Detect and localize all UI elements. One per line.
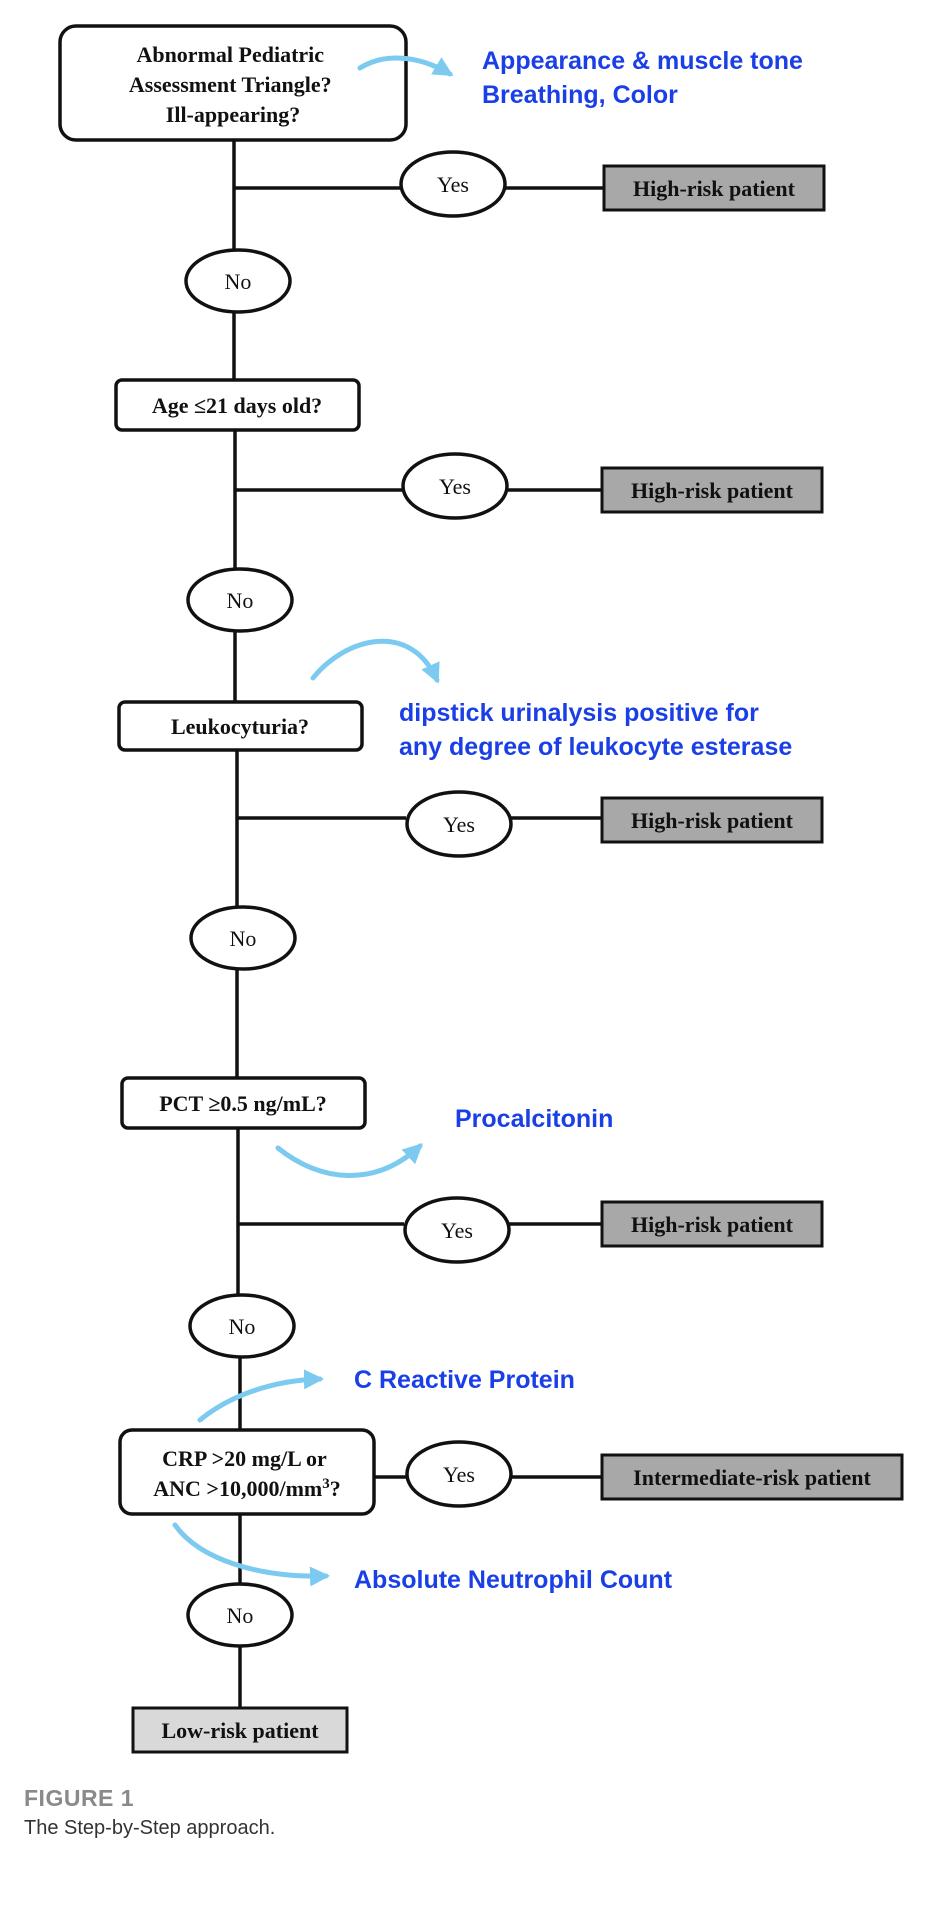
question-pat-box <box>58 24 408 142</box>
question-crp-anc-box <box>118 1428 376 1516</box>
flowchart: Abnormal Pediatric Assessment Triangle? … <box>58 24 904 1754</box>
question-anc-line: ANC >10,000/mm3? <box>153 1476 340 1501</box>
question-pct-text: PCT ≥0.5 ng/mL? <box>159 1091 327 1116</box>
question-pat-line-3: Ill-appearing? <box>166 102 300 127</box>
no-node-2: No <box>186 567 294 633</box>
question-leukocyturia-node: Leukocyturia? <box>117 700 364 752</box>
outcome-high-risk-1: High-risk patient <box>602 164 826 212</box>
outcome-high-risk-label-4: High-risk patient <box>631 1212 794 1237</box>
outcome-high-risk-box-3 <box>600 796 824 844</box>
outcome-intermediate-risk-label: Intermediate-risk patient <box>633 1465 871 1490</box>
yes-node-2: Yes <box>401 452 509 520</box>
question-leukocyturia-text: Leukocyturia? <box>171 714 309 739</box>
annotation-arrow-leukocyturia <box>310 638 440 684</box>
question-pat-node: Abnormal Pediatric Assessment Triangle? … <box>58 24 408 142</box>
question-crp-line: CRP >20 mg/L or <box>162 1446 327 1471</box>
no-label-3: No <box>230 926 257 951</box>
yes-ellipse-2 <box>401 452 509 520</box>
outcome-high-risk-label-2: High-risk patient <box>631 478 794 503</box>
outcome-high-risk-box-2 <box>600 466 824 514</box>
yes-label-4: Yes <box>441 1218 473 1243</box>
annotation-pat: Appearance & muscle tone Breathing, Colo… <box>482 47 810 109</box>
outcome-low-risk-box <box>131 1706 349 1754</box>
yes-node-1: Yes <box>399 150 507 218</box>
yes-node-5: Yes <box>405 1440 513 1508</box>
outcome-high-risk-4: High-risk patient <box>600 1200 824 1248</box>
outcome-low-risk-label: Low-risk patient <box>161 1718 319 1743</box>
outcome-high-risk-3: High-risk patient <box>600 796 824 844</box>
question-pct-box <box>120 1076 367 1130</box>
no-ellipse-4 <box>188 1293 296 1359</box>
annotation-leukocyturia-line-1: dipstick urinalysis positive for <box>399 699 759 727</box>
question-anc-end: ? <box>330 1476 341 1501</box>
figure-caption-title: FIGURE 1 <box>24 1785 135 1811</box>
no-node-3: No <box>189 905 297 971</box>
yes-ellipse-5 <box>405 1440 513 1508</box>
annotation-crp: C Reactive Protein <box>354 1366 575 1394</box>
question-pat-line-2: Assessment Triangle? <box>129 72 332 97</box>
no-ellipse-5 <box>186 1582 294 1648</box>
no-ellipse-1 <box>184 248 292 314</box>
connectors <box>232 140 604 1708</box>
question-pct-node: PCT ≥0.5 ng/mL? <box>120 1076 367 1130</box>
annotations: Appearance & muscle tone Breathing, Colo… <box>354 47 810 1594</box>
annotation-arrow-pat <box>357 55 454 77</box>
no-label-2: No <box>227 588 254 613</box>
outcome-high-risk-label-1: High-risk patient <box>633 176 796 201</box>
question-pat-line-1: Abnormal Pediatric <box>136 42 324 67</box>
question-age-node: Age ≤21 days old? <box>114 378 361 432</box>
outcome-intermediate-risk-box <box>600 1453 904 1501</box>
question-crp-anc-text: CRP >20 mg/L or ANC >10,000/mm3? <box>153 1446 340 1501</box>
yes-label-5: Yes <box>443 1462 475 1487</box>
annotation-arrow-pct <box>275 1143 423 1178</box>
question-pat-text: Abnormal Pediatric Assessment Triangle? … <box>129 42 337 127</box>
no-node-5: No <box>186 1582 294 1648</box>
outcome-low-risk: Low-risk patient <box>131 1706 349 1754</box>
no-ellipse-2 <box>186 567 294 633</box>
question-age-text: Age ≤21 days old? <box>152 393 322 418</box>
question-crp-anc-node: CRP >20 mg/L or ANC >10,000/mm3? <box>118 1428 376 1516</box>
yes-ellipse-3 <box>405 790 513 858</box>
no-label-4: No <box>229 1314 256 1339</box>
no-node-4: No <box>188 1293 296 1359</box>
outcome-high-risk-label-3: High-risk patient <box>631 808 794 833</box>
outcome-high-risk-box-4 <box>600 1200 824 1248</box>
outcome-high-risk-box-1 <box>602 164 826 212</box>
no-label-1: No <box>225 269 252 294</box>
annotation-pat-line-1: Appearance & muscle tone <box>482 47 803 75</box>
question-age-box <box>114 378 361 432</box>
figure-caption-text: The Step-by-Step approach. <box>24 1817 276 1839</box>
outcome-intermediate-risk: Intermediate-risk patient <box>600 1453 904 1501</box>
question-anc-main: ANC >10,000/mm <box>153 1476 322 1501</box>
yes-label-1: Yes <box>437 172 469 197</box>
question-anc-superscript: 3 <box>322 1476 330 1492</box>
outcome-high-risk-2: High-risk patient <box>600 466 824 514</box>
annotation-pct: Procalcitonin <box>455 1105 613 1133</box>
annotation-leukocyturia-line-2: any degree of leukocyte esterase <box>399 733 792 761</box>
no-node-1: No <box>184 248 292 314</box>
annotation-arrow-anc <box>172 1522 330 1587</box>
yes-node-3: Yes <box>405 790 513 858</box>
annotation-pat-line-2: Breathing, Color <box>482 81 678 109</box>
annotation-arrows <box>172 55 454 1587</box>
annotation-arrow-crp <box>197 1369 324 1423</box>
no-label-5: No <box>227 1603 254 1628</box>
annotation-leukocyturia: dipstick urinalysis positive for any deg… <box>399 699 792 761</box>
no-ellipse-3 <box>189 905 297 971</box>
yes-label-3: Yes <box>443 812 475 837</box>
yes-label-2: Yes <box>439 474 471 499</box>
yes-ellipse-4 <box>403 1196 511 1264</box>
question-leukocyturia-box <box>117 700 364 752</box>
annotation-anc: Absolute Neutrophil Count <box>354 1566 673 1594</box>
yes-ellipse-1 <box>399 150 507 218</box>
yes-node-4: Yes <box>403 1196 511 1264</box>
